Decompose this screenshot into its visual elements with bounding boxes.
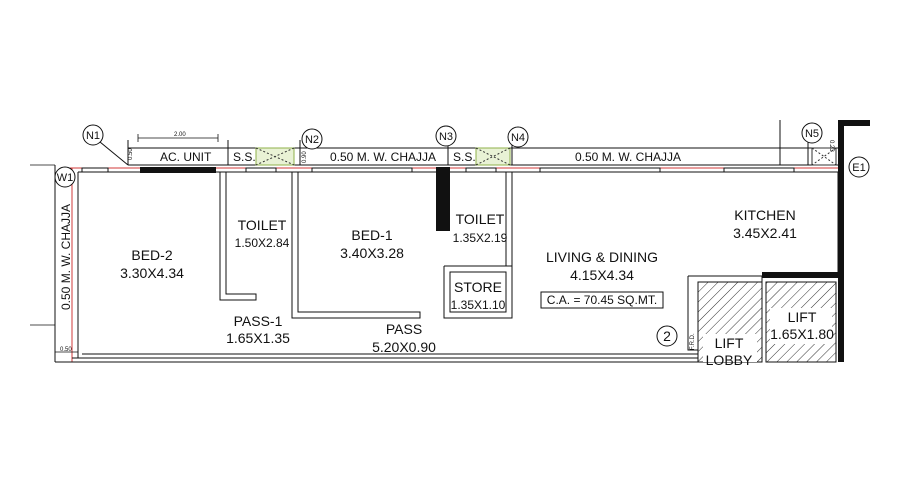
svg-text:W1: W1 — [57, 172, 74, 184]
dim-090-label: 0.90 — [302, 151, 308, 163]
bed1-name: BED-1 — [351, 227, 392, 243]
toilet1-name: TOILET — [238, 217, 287, 233]
svg-text:N4: N4 — [511, 132, 525, 144]
lift-label-bg — [770, 308, 832, 344]
dim-050-left-label: 0.50 — [60, 347, 72, 353]
grid-bubble-w1: W1 — [54, 166, 76, 188]
duct-left — [255, 147, 295, 166]
dimension-200 — [137, 134, 219, 142]
store-name: STORE — [454, 279, 502, 295]
area-note: C.A. = 70.45 SQ.MT. — [547, 293, 657, 307]
toilet1-size: 1.50X2.84 — [235, 236, 290, 250]
solid-walls — [140, 120, 870, 362]
lift-lobby-label-bg — [703, 334, 757, 362]
toilet2-size: 1.35X2.19 — [453, 231, 508, 245]
svg-text:N2: N2 — [305, 134, 319, 146]
lift-lobby-name2: LOBBY — [706, 352, 753, 368]
ac-unit-label: AC. UNIT — [160, 150, 212, 164]
svg-text:N1: N1 — [86, 130, 100, 142]
duct-right — [811, 147, 837, 166]
grid-bubble-n5: N5 — [801, 122, 823, 144]
kitchen-size: 3.45X2.41 — [733, 225, 797, 241]
pass-name: PASS — [386, 321, 422, 337]
grid-bubble-n4: N4 — [507, 126, 529, 148]
area-note-box — [540, 291, 664, 309]
lift-lobby-name: LIFT — [715, 335, 744, 351]
pass1-size: 1.65X1.35 — [226, 330, 290, 346]
ss-left-label: S.S. — [233, 150, 256, 164]
bed2-size: 3.30X4.34 — [120, 265, 184, 281]
grid-bubble-n1: N1 — [82, 124, 129, 166]
stair-number-bubble: 2 — [656, 325, 678, 347]
store-size: 1.35X1.10 — [451, 298, 506, 312]
chajja-side-label: 0.50 M. W. CHAJJA — [59, 204, 73, 310]
pass-size: 5.20X0.90 — [372, 339, 436, 355]
grid-bubble-e1: E1 — [848, 156, 870, 178]
living-size: 4.15X4.34 — [570, 267, 634, 283]
svg-text:N5: N5 — [805, 128, 819, 140]
frd-label: F.R.D. — [690, 333, 696, 350]
dim-050-top-label: 0.50 — [128, 148, 134, 160]
living-name: LIVING & DINING — [546, 249, 658, 265]
chajja-top-left-label: 0.50 M. W. CHAJJA — [330, 150, 436, 164]
chajja-strip — [81, 120, 809, 173]
svg-text:2: 2 — [663, 328, 671, 344]
grid-bubble-n3: N3 — [435, 125, 457, 147]
svg-text:E1: E1 — [852, 162, 865, 174]
grid-bubble-n2: N2 — [301, 128, 323, 150]
bed2-name: BED-2 — [131, 247, 172, 263]
dimension-050-left — [30, 164, 78, 353]
lift-size: 1.65X1.80 — [770, 326, 834, 342]
dim-023-label: 0.23 — [828, 140, 834, 152]
toilet2-name: TOILET — [456, 211, 505, 227]
bed1-size: 3.40X3.28 — [340, 245, 404, 261]
svg-text:N3: N3 — [439, 131, 453, 143]
pass1-name: PASS-1 — [234, 313, 283, 329]
duct-mid — [475, 147, 511, 166]
interior-walls — [219, 172, 763, 362]
lift-name: LIFT — [788, 309, 817, 325]
chajja-top-right-label: 0.50 M. W. CHAJJA — [575, 150, 681, 164]
dim-200-label: 2.00 — [174, 132, 186, 138]
ss-mid-label: S.S. — [453, 150, 476, 164]
kitchen-name: KITCHEN — [734, 207, 795, 223]
